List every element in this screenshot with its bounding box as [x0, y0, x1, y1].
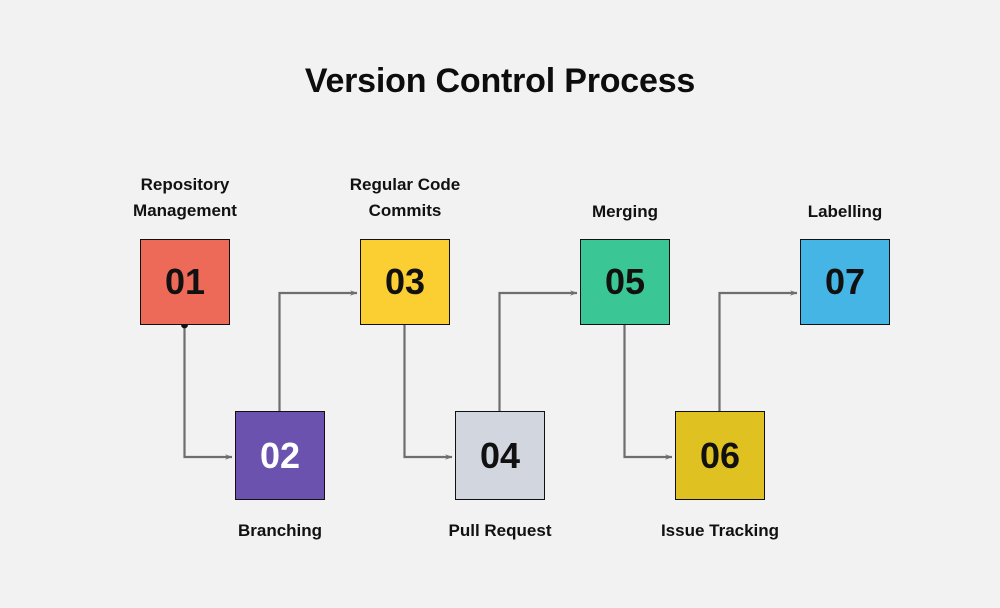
step-number-03: 03 — [384, 261, 426, 302]
process-step-05[interactable]: 05 — [580, 239, 670, 325]
connector-02-to-03 — [278, 290, 358, 411]
step-number-01: 01 — [164, 261, 206, 302]
connector-05-to-06 — [623, 325, 673, 460]
step-label-07: Labelling — [807, 202, 883, 221]
page-title: Version Control Process — [304, 62, 696, 100]
step-label-02: Branching — [237, 521, 323, 540]
process-step-01[interactable]: 01 — [140, 239, 230, 325]
step-label-04: Pull Request — [448, 521, 552, 540]
process-step-07[interactable]: 07 — [800, 239, 890, 325]
step-label-05: Merging — [591, 202, 659, 221]
connector-01-to-02 — [183, 325, 233, 460]
step-number-02: 02 — [259, 434, 301, 476]
step-label-06: Issue Tracking — [660, 521, 780, 540]
connector-06-to-07 — [718, 290, 798, 411]
step-label-01: Repository Management — [133, 175, 237, 220]
process-step-03[interactable]: 03 — [360, 239, 450, 325]
step-number-07: 07 — [824, 261, 866, 302]
process-step-02[interactable]: 02 — [235, 411, 325, 500]
step-number-06: 06 — [699, 434, 741, 476]
process-step-04[interactable]: 04 — [455, 411, 545, 500]
connector-04-to-05 — [498, 290, 578, 411]
step-number-05: 05 — [604, 261, 646, 302]
connector-03-to-04 — [403, 325, 453, 460]
step-label-03: Regular Code Commits — [349, 175, 461, 220]
process-step-06[interactable]: 06 — [675, 411, 765, 500]
step-number-04: 04 — [479, 434, 521, 476]
